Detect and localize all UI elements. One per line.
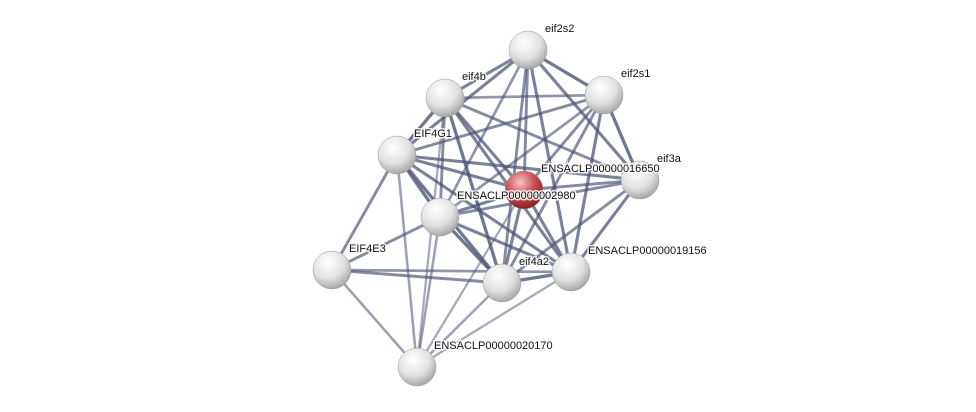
node-EIF4G1[interactable] (377, 135, 417, 175)
edge-p19156-p20170 (416, 271, 572, 368)
edge-eif4b-eif4a2 (443, 97, 504, 284)
edge-query-eif3a (523, 178, 641, 192)
edge-eif2s1-query (522, 94, 606, 191)
edge-eif2s1-EIF4G1 (396, 93, 605, 157)
edge-EIF4G1-EIF4E3 (330, 154, 399, 271)
node-p19156[interactable] (551, 252, 591, 292)
edge-EIF4G1-query (396, 153, 525, 192)
edge-EIF4G1-p20170 (395, 154, 419, 368)
node-label: ENSACLP00000002980 (457, 190, 576, 202)
node-eif2s2[interactable] (508, 30, 548, 70)
node-query[interactable] (504, 170, 544, 210)
node-label: EIF4E3 (349, 243, 386, 255)
edge-p2980-p19156 (439, 215, 572, 274)
nodes-layer (312, 30, 660, 387)
node-label: EIF4G1 (414, 128, 452, 140)
node-label: ENSACLP00000016650 (541, 163, 660, 175)
edge-EIF4E3-eif4a2 (331, 268, 503, 285)
node-eif4a2[interactable] (482, 263, 522, 303)
edge-eif4b-p2980 (438, 97, 447, 218)
node-eif4b[interactable] (425, 78, 465, 118)
edge-eif4b-eif3a (444, 96, 641, 182)
node-p20170[interactable] (397, 347, 437, 387)
edge-EIF4G1-eif3a (396, 153, 641, 182)
edge-query-p20170 (416, 189, 525, 368)
node-eif2s1[interactable] (584, 75, 624, 115)
edge-eif2s1-eif4b (444, 93, 605, 100)
node-label: ENSACLP00000020170 (434, 340, 553, 352)
edge-eif2s2-eif3a (526, 48, 642, 182)
edge-p2980-p20170 (415, 216, 442, 368)
node-label: eif3a (657, 153, 682, 165)
edge-EIF4E3-p20170 (331, 269, 418, 368)
edge-eif3a-eif4a2 (501, 178, 641, 285)
edge-p2980-EIF4E3 (331, 215, 441, 272)
edge-EIF4E3-p19156 (331, 268, 572, 274)
labels-layer: eif2s2 eif2s1 eif4bEIF4G1ENSACLP0000001665… (348, 22, 709, 354)
edge-eif2s2-p2980 (438, 49, 530, 218)
node-label: eif2s2 (545, 23, 574, 35)
node-EIF4E3[interactable] (312, 250, 352, 290)
edge-eif4b-query (443, 96, 526, 192)
node-label: ENSACLP00000019156 (588, 245, 707, 257)
node-label: eif2s1 (621, 68, 650, 80)
node-label: eif4b (462, 71, 486, 83)
node-eif3a[interactable] (620, 160, 660, 200)
edge-eif4a2-p20170 (416, 282, 503, 368)
node-label: eif4a2 (519, 256, 549, 268)
node-p2980[interactable] (420, 197, 460, 237)
edge-eif2s1-p2980 (439, 93, 605, 219)
